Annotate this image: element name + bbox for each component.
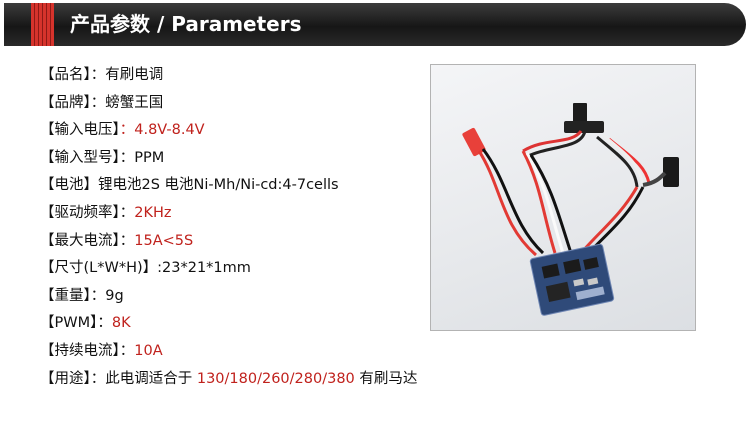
spec-separator: ：	[90, 67, 106, 83]
switch-lever	[573, 103, 587, 125]
chip-1	[541, 263, 560, 279]
spec-value: :23*21*1mm	[157, 260, 251, 277]
spec-label: 【输入电压】	[40, 122, 120, 139]
spec-label: 【电池】	[40, 177, 98, 194]
spec-label: 【用途】	[40, 370, 91, 387]
spec-separator: ：	[97, 315, 112, 332]
switch-wire-red	[522, 129, 583, 153]
spec-separator: ：	[119, 342, 135, 359]
spec-row-max-current: 【最大电流】：15A<5S	[40, 228, 430, 256]
section-title: 产品参数 / Parameters	[70, 12, 302, 36]
spec-label: 【输入型号】	[40, 149, 120, 166]
spec-label: 【重量】	[40, 287, 91, 304]
spec-row-input-voltage: 【输入电压】：4.8V-8.4V	[40, 117, 430, 145]
mcu-chip	[545, 281, 571, 303]
chip-3	[583, 257, 599, 270]
red-connector	[462, 127, 486, 157]
spec-row-weight: 【重量】：9g	[40, 283, 430, 311]
spec-separator: ：	[119, 149, 135, 166]
product-photo	[430, 64, 696, 331]
spec-separator: ：	[119, 122, 135, 139]
pcb-label	[575, 286, 605, 301]
spec-label: 【品牌】	[40, 94, 91, 111]
component-1	[573, 278, 585, 287]
spec-list: 【品名】：有刷电调 【品牌】：螃蟹王国 【输入电压】：4.8V-8.4V 【输入…	[40, 62, 430, 393]
spec-row-brand: 【品牌】：螃蟹王国	[40, 90, 430, 118]
spec-value: PPM	[134, 149, 165, 166]
harness-wire-black	[529, 154, 573, 254]
section-header: 产品参数 / Parameters	[4, 3, 746, 46]
spec-value: 15A<5S	[134, 232, 194, 249]
spec-separator: ：	[90, 287, 106, 304]
spec-separator: ：	[90, 370, 106, 387]
spec-row-battery: 【电池】锂电池2S 电池Ni-Mh/Ni-cd:4-7cells	[40, 172, 430, 200]
spec-label: 【品名】	[40, 67, 91, 83]
switch-body	[564, 121, 604, 133]
spec-value: 9g	[105, 287, 124, 304]
esc-board	[529, 243, 615, 316]
spec-value: 有刷电调	[105, 67, 164, 83]
spec-row-usage: 【用途】：此电调适合于 130/180/260/280/380 有刷马达	[40, 366, 430, 394]
spec-label: 【驱动频率】	[40, 204, 120, 221]
spec-row-input-type: 【输入型号】：PPM	[40, 145, 430, 173]
esc-illustration	[462, 103, 679, 316]
spec-separator: ：	[119, 204, 135, 221]
harness-wire-red	[521, 150, 557, 254]
spec-separator: ：	[90, 94, 106, 111]
spec-row-size: 【尺寸(L*W*H)】:23*21*1mm	[40, 255, 430, 283]
spec-value-suffix: 有刷马达	[354, 370, 418, 387]
harness-wire-white	[525, 152, 565, 254]
spec-label: 【最大电流】	[40, 232, 120, 249]
spec-label: 【尺寸(L*W*H)】	[40, 260, 158, 277]
spec-value: 10A	[134, 342, 163, 359]
spec-row-drive-frequency: 【驱动频率】：2KHz	[40, 200, 430, 228]
spec-value-motor-models: 130/180/260/280/380	[196, 370, 355, 387]
component-2	[587, 277, 599, 286]
motor-wire-red	[477, 150, 537, 257]
spec-label: 【PWM】	[40, 315, 98, 332]
spec-label: 【持续电流】	[40, 342, 120, 359]
spec-value: 4.8V-8.4V	[134, 122, 205, 139]
spec-value: 锂电池2S 电池Ni-Mh/Ni-cd:4-7cells	[98, 177, 339, 194]
spec-row-continuous-current: 【持续电流】：10A	[40, 338, 430, 366]
spec-value: 螃蟹王国	[105, 94, 164, 111]
spec-row-pwm: 【PWM】：8K	[40, 310, 430, 338]
pcb	[530, 244, 614, 316]
servo-plug-lead	[642, 171, 667, 187]
spec-value: 8K	[111, 315, 131, 332]
spec-value: 此电调适合于	[105, 370, 197, 387]
servo-plug	[663, 157, 679, 187]
chip-2	[563, 258, 582, 274]
spec-value: 2KHz	[134, 204, 172, 221]
spec-row-name: 【品名】：有刷电调	[40, 62, 430, 90]
switch-wire-black	[525, 130, 587, 159]
pcb-edge	[529, 243, 615, 316]
motor-wire-black	[481, 148, 545, 255]
spec-separator: ：	[119, 232, 135, 249]
harness-wire-red-2	[579, 186, 639, 254]
header-accent-stripe	[31, 3, 54, 46]
rx-wire-white	[602, 133, 645, 186]
rx-wire-black	[596, 135, 639, 188]
